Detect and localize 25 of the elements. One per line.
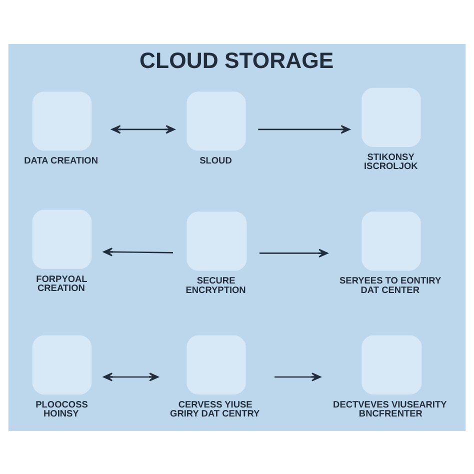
node-label: PLOOCOSS HOINSY bbox=[36, 398, 88, 418]
node-label: DATA CREATION bbox=[24, 155, 98, 166]
node-box bbox=[32, 91, 92, 150]
node-label: SERYEES TO EONTIRY DAT CENTER bbox=[340, 275, 442, 294]
node-label: SECURE ENCRYPTION bbox=[186, 275, 246, 294]
arrow bbox=[111, 124, 176, 134]
arrow bbox=[103, 372, 159, 381]
node-label: FORPYOAL CREATION bbox=[36, 273, 88, 293]
node-label: STIKONSY ISCROLJOK bbox=[364, 151, 418, 171]
arrow bbox=[258, 124, 350, 134]
node-box bbox=[186, 211, 247, 270]
node-box bbox=[362, 87, 421, 146]
node-box bbox=[32, 209, 92, 268]
node-box bbox=[186, 91, 246, 150]
node-label: SLOUD bbox=[200, 155, 232, 166]
node-box bbox=[362, 211, 421, 270]
node-box bbox=[362, 334, 422, 394]
node-box bbox=[32, 334, 92, 394]
node-label: CERVESS YIUSE GRIRY DAT CENTRY bbox=[170, 398, 260, 418]
node-box bbox=[186, 334, 246, 394]
arrow bbox=[260, 248, 328, 258]
node-label: DECTVEVES VIUSEARITY BNCFRENTER bbox=[333, 398, 447, 418]
diagram-title: CLOUD STORAGE bbox=[140, 48, 334, 73]
arrow bbox=[274, 372, 322, 381]
arrow bbox=[103, 247, 174, 256]
